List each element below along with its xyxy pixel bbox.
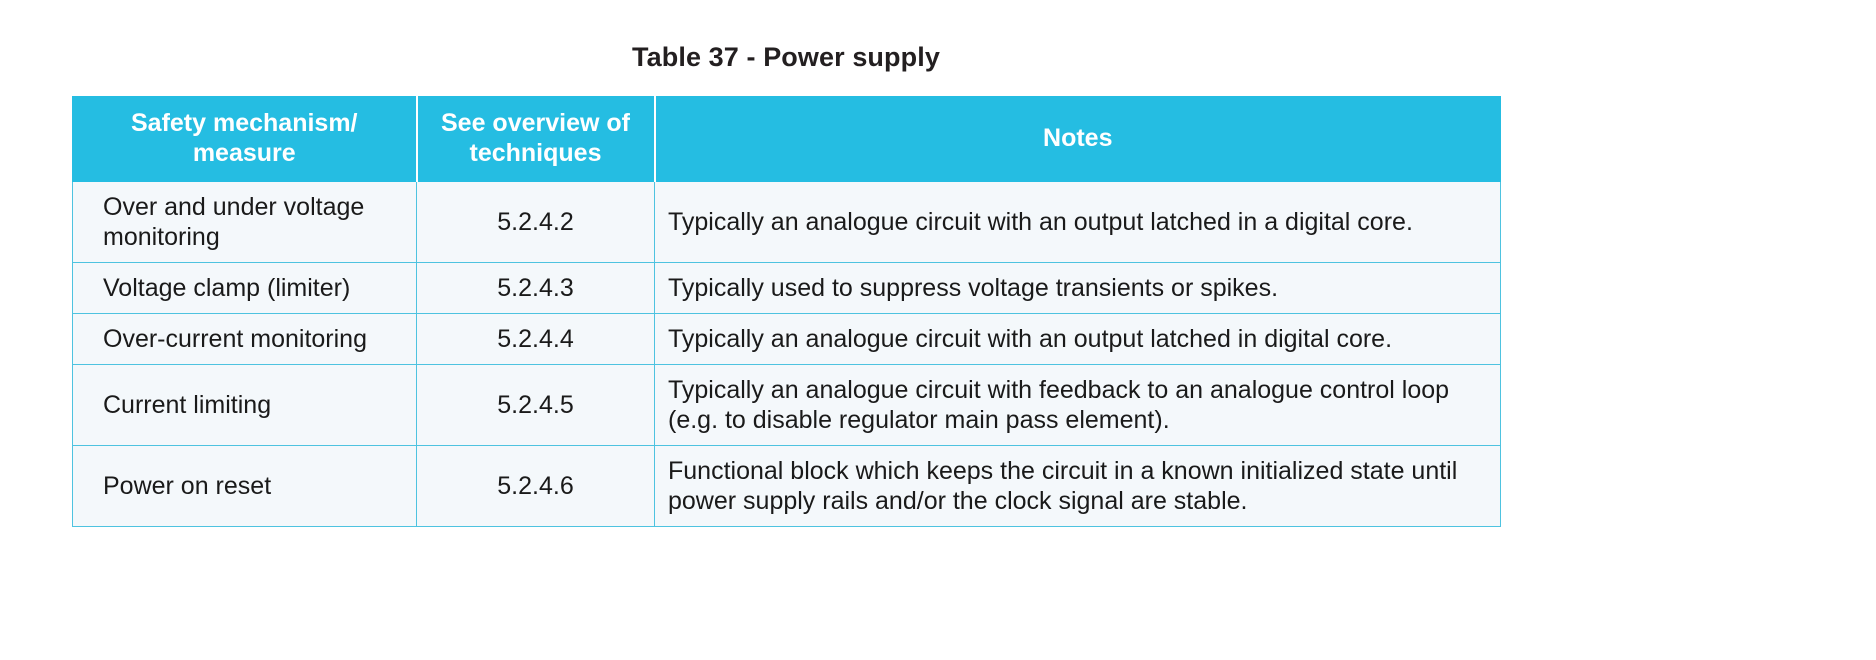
table-row: Current limiting 5.2.4.5 Typically an an…: [72, 364, 1501, 446]
cell-technique-reference: 5.2.4.2: [416, 181, 655, 263]
cell-notes: Functional block which keeps the circuit…: [654, 445, 1501, 527]
table-row: Voltage clamp (limiter) 5.2.4.3 Typicall…: [72, 262, 1501, 314]
cell-notes: Typically an analogue circuit with an ou…: [654, 313, 1501, 365]
table-body: Over and under voltage monitoring 5.2.4.…: [72, 181, 1501, 527]
header-row: Safety mechanism/ measure See overview o…: [72, 96, 1501, 182]
cell-technique-reference: 5.2.4.3: [416, 262, 655, 314]
cell-technique-reference: 5.2.4.6: [416, 445, 655, 527]
cell-safety-mechanism: Power on reset: [72, 445, 417, 527]
column-header-notes: Notes: [653, 96, 1501, 182]
cell-technique-reference: 5.2.4.5: [416, 364, 655, 446]
cell-notes: Typically an analogue circuit with an ou…: [654, 181, 1501, 263]
table-row: Over and under voltage monitoring 5.2.4.…: [72, 181, 1501, 263]
cell-safety-mechanism: Current limiting: [72, 364, 417, 446]
cell-safety-mechanism: Over and under voltage monitoring: [72, 181, 417, 263]
cell-notes: Typically an analogue circuit with feedb…: [654, 364, 1501, 446]
table-header: Safety mechanism/ measure See overview o…: [72, 96, 1501, 182]
table-container: Safety mechanism/ measure See overview o…: [72, 96, 1501, 527]
cell-notes: Typically used to suppress voltage trans…: [654, 262, 1501, 314]
table-caption: Table 37 - Power supply: [632, 42, 940, 72]
table-row: Power on reset 5.2.4.6 Functional block …: [72, 445, 1501, 527]
cell-safety-mechanism: Over-current monitoring: [72, 313, 417, 365]
cell-safety-mechanism: Voltage clamp (limiter): [72, 262, 417, 314]
column-header-overview-of-techniques: See overview of techniques: [415, 96, 655, 182]
power-supply-table: Safety mechanism/ measure See overview o…: [72, 96, 1501, 527]
table-row: Over-current monitoring 5.2.4.4 Typicall…: [72, 313, 1501, 365]
column-header-safety-mechanism: Safety mechanism/ measure: [72, 96, 417, 182]
cell-technique-reference: 5.2.4.4: [416, 313, 655, 365]
